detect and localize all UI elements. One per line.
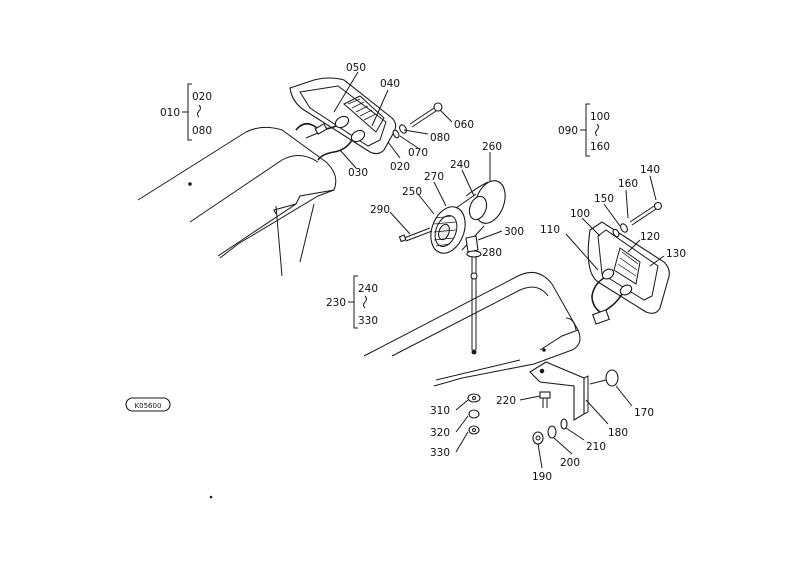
stamp-label: K05600 [135,402,162,410]
group-range-end: 160 [590,141,610,153]
group-bracket-090 [580,103,599,157]
callout-label: 050 [346,62,366,74]
group-bracket-010 [182,83,201,141]
callout-label: 170 [634,407,654,419]
callout-label: 240 [450,159,470,171]
callout-label: 020 [390,161,410,173]
callout-label: 270 [424,171,444,183]
callout-label: 210 [586,441,606,453]
callout-labels: 010 020 080 090 100 160 230 240 330 050 … [160,62,686,483]
upper-hood-panel [137,126,337,277]
callout-label: 070 [408,147,428,159]
callout-label: 250 [402,186,422,198]
diagram-stamp: K05600 [125,397,171,412]
callout-label: 190 [532,471,552,483]
bolt-060-assembly [392,102,443,139]
callout-label: 160 [618,178,638,190]
bracket-180-assembly [529,361,619,445]
callout-label: 120 [640,231,660,243]
callout-label: 200 [560,457,580,469]
group-range-start: 020 [192,91,212,103]
left-rear-lamp [289,77,397,161]
callout-label: 310 [430,405,450,417]
callout-label: 060 [454,119,474,131]
group-label: 010 [160,107,180,119]
beacon-lamp [398,180,506,355]
callout-label: 220 [496,395,516,407]
callout-label: 030 [348,167,368,179]
callout-label: 080 [430,132,450,144]
group-range-start: 100 [590,111,610,123]
rod-hardware [467,393,481,435]
callout-label: 280 [482,247,502,259]
group-bracket-230 [348,275,367,329]
callout-label: 330 [430,447,450,459]
lower-fender-panel [363,271,581,387]
group-range-start: 240 [358,283,378,295]
callout-label: 260 [482,141,502,153]
group-range-end: 330 [358,315,378,327]
callout-label: 140 [640,164,660,176]
bolt-140-assembly [612,201,663,238]
callout-label: 150 [594,193,614,205]
callout-label: 300 [504,226,524,238]
callout-label: 130 [666,248,686,260]
callout-label: 320 [430,427,450,439]
right-rear-lamp [587,221,670,325]
group-range-end: 080 [192,125,212,137]
callout-label: 290 [370,204,390,216]
callout-label: 100 [570,208,590,220]
callout-label: 110 [540,224,560,236]
group-label: 090 [558,125,578,137]
callout-label: 180 [608,427,628,439]
group-label: 230 [326,297,346,309]
callout-label: 040 [380,78,400,90]
leader-lines [333,71,665,469]
